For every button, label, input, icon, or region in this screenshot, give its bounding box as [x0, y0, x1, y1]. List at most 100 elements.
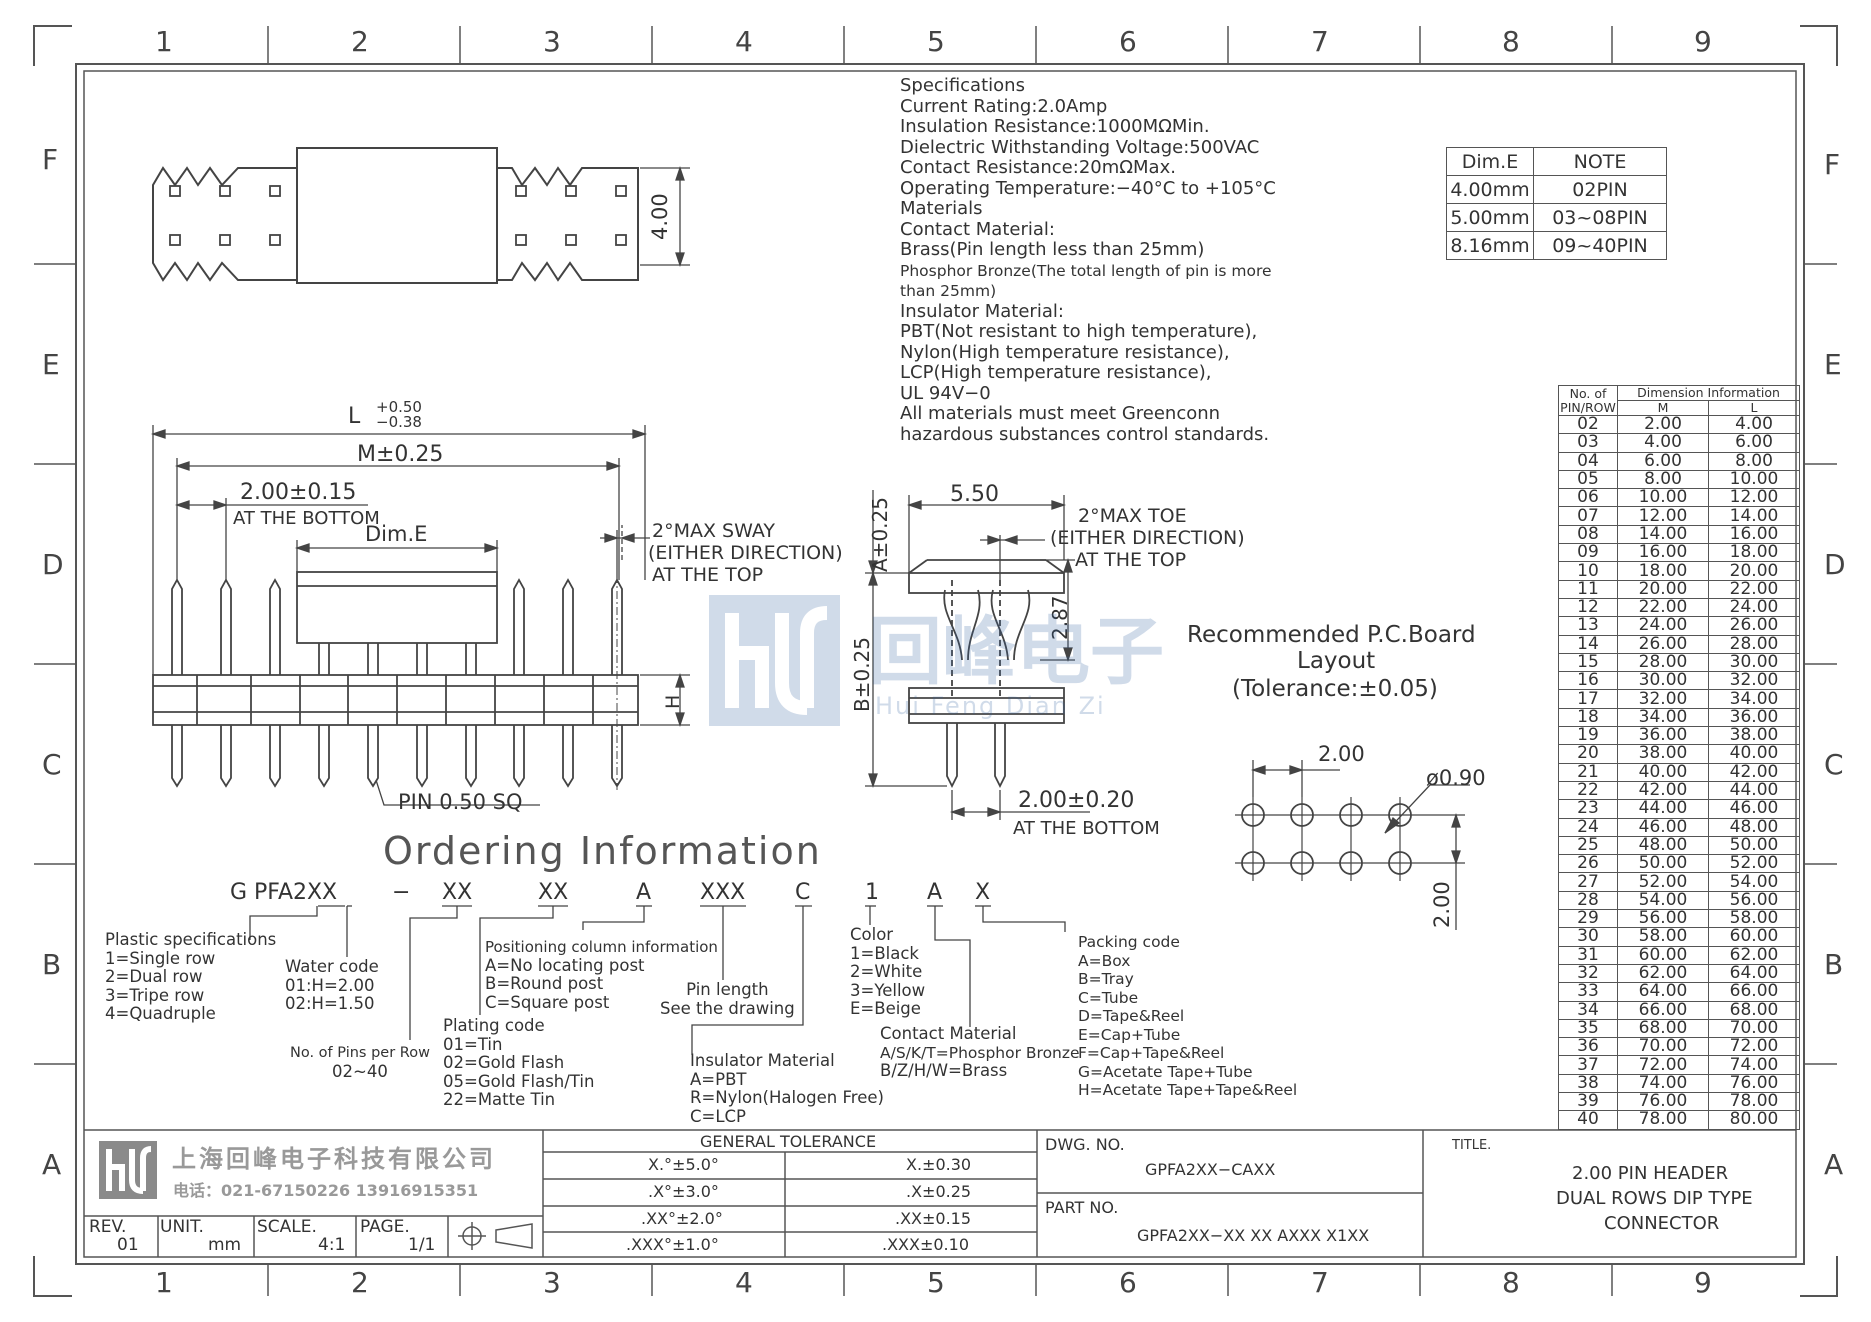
positioning-line: Positioning column information — [485, 938, 718, 956]
zone-row-right: E — [1824, 348, 1842, 381]
dim-cell-l: 58.00 — [1708, 909, 1800, 929]
packing-code-line: Packing code — [1078, 933, 1180, 951]
dim-cell-m: 64.00 — [1617, 982, 1709, 1002]
contact-material-line: B/Z/H/W=Brass — [880, 1061, 1008, 1080]
dim-cell-pins: 35 — [1558, 1018, 1618, 1039]
pin-square-note: PIN 0.50 SQ — [398, 790, 523, 814]
dim-cell-l: 40.00 — [1708, 744, 1800, 764]
zone-row-left: C — [42, 748, 62, 781]
dim-cell-m: 66.00 — [1617, 1000, 1709, 1020]
code-plating: XX — [538, 880, 569, 905]
dim-cell-m: 68.00 — [1617, 1018, 1709, 1039]
plastic-spec-block: Plastic specifications 1=Single row 2=Du… — [105, 930, 276, 1024]
dim-cell-l: 54.00 — [1708, 872, 1800, 892]
sway-note-2: (EITHER DIRECTION) — [648, 542, 843, 564]
insulator-line: R=Nylon(Halogen Free) — [690, 1088, 884, 1107]
zone-col-top: 1 — [155, 25, 173, 58]
note-cell: 4.00mm — [1446, 175, 1534, 204]
pins-per-row-block: No. of Pins per Row 02~40 — [290, 1044, 430, 1081]
spec-line: Contact Material: — [900, 218, 1055, 240]
company-name: 上海回峰电子科技有限公司 — [172, 1145, 496, 1173]
plating-code-block: Plating code 01=Tin 02=Gold Flash 05=Gol… — [443, 1016, 594, 1110]
code-contact: A — [927, 880, 943, 905]
dim-cell-pins: 34 — [1558, 1000, 1618, 1020]
pcb-title-2: Layout — [1297, 648, 1376, 674]
dim-l: L — [348, 404, 361, 429]
spec-line: Insulation Resistance:1000MΩMin. — [900, 116, 1210, 137]
dim-cell-pins: 31 — [1558, 945, 1618, 965]
dim-cell-pins: 30 — [1558, 927, 1618, 947]
zone-col-top: 5 — [927, 25, 945, 58]
positioning-line: C=Square post — [485, 992, 610, 1012]
specifications-block: Specifications Current Rating:2.0Amp Ins… — [900, 75, 1276, 445]
water-code-block: Water code 01:H=2.00 02:H=1.50 — [285, 957, 379, 1014]
dwg-no-value: GPFA2XX−CAXX — [1145, 1160, 1276, 1179]
pcb-title-3: (Tolerance:±0.05) — [1232, 676, 1438, 702]
pin-length-line: See the drawing — [660, 998, 795, 1018]
water-code-line: 02:H=1.50 — [285, 994, 375, 1013]
dim-cell-m: 48.00 — [1617, 835, 1709, 856]
dim-cell-m: 52.00 — [1617, 872, 1709, 892]
spec-line: Insulator Material: — [900, 300, 1064, 322]
plating-code-line: 01=Tin — [443, 1034, 503, 1054]
code-pin-length: XXX — [700, 880, 746, 905]
packing-code-line: B=Tray — [1078, 970, 1134, 988]
spec-line: Specifications — [900, 75, 1025, 96]
dim-row-pitch: 2.00±0.20 — [1018, 788, 1135, 813]
dim-cell-m: 10.00 — [1617, 488, 1709, 508]
packing-code-line: H=Acetate Tape+Tape&Reel — [1078, 1081, 1298, 1099]
dim-cell-pins: 12 — [1558, 597, 1618, 618]
spec-line: hazardous substances control standards. — [900, 423, 1270, 445]
zone-row-right: C — [1824, 748, 1844, 781]
title-label: TITLE. — [1452, 1138, 1492, 1153]
packing-code-line: G=Acetate Tape+Tube — [1078, 1062, 1253, 1081]
dim-m: M±0.25 — [357, 442, 444, 467]
code-insulator: C — [795, 880, 811, 905]
zone-col-top: 2 — [351, 25, 369, 58]
spec-line: Contact Resistance:20mΩMax. — [900, 157, 1176, 178]
title-line-1: 2.00 PIN HEADER — [1572, 1163, 1729, 1184]
dim-cell-m: 36.00 — [1617, 726, 1709, 746]
dim-cell-l: 14.00 — [1708, 506, 1800, 526]
dim-cell-pins: 13 — [1558, 616, 1618, 636]
dim-cell-m: 16.00 — [1617, 543, 1709, 563]
note-cell: 8.16mm — [1446, 231, 1534, 260]
pins-per-row-line: 02~40 — [332, 1061, 388, 1081]
zone-col-top: 6 — [1119, 25, 1137, 58]
contact-material-line: Contact Material — [880, 1024, 1017, 1043]
watermark-logo-icon — [709, 595, 840, 726]
color-line: E=Beige — [850, 999, 921, 1018]
zone-row-right: F — [1824, 148, 1841, 181]
zone-col-top: 8 — [1502, 25, 1520, 58]
spec-line: Current Rating:2.0Amp — [900, 95, 1108, 117]
spec-line: than 25mm) — [900, 282, 997, 300]
spec-line: Materials — [900, 198, 983, 219]
dim-cell-l: 62.00 — [1708, 945, 1800, 965]
dim-pitch: 2.00±0.15 — [240, 480, 357, 505]
dim-cell-l: 30.00 — [1708, 652, 1800, 673]
positioning-block: Positioning column information A=No loca… — [485, 938, 718, 1012]
insulator-line: A=PBT — [690, 1069, 747, 1089]
dim-cell-l: 24.00 — [1708, 597, 1800, 618]
packing-code-line: A=Box — [1078, 951, 1131, 970]
spec-line: Nylon(High temperature resistance), — [900, 341, 1230, 363]
page-label: PAGE. — [360, 1217, 410, 1237]
